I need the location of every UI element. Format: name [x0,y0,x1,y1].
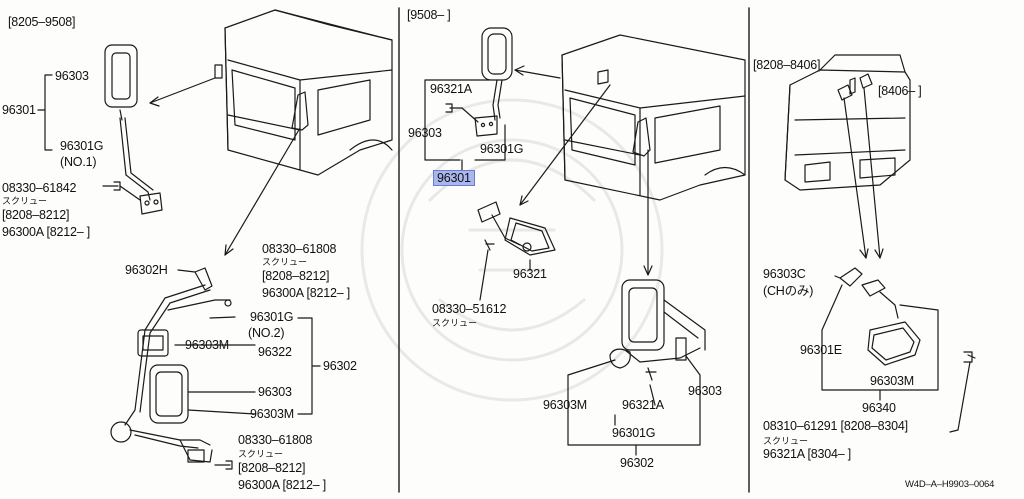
middle-lower-mirror-assembly [609,279,706,369]
screw-label: スクリュー [763,436,809,446]
part-96303m[interactable]: 96303M [870,374,914,388]
mid-pointer-arrow-2 [519,84,611,206]
watermark-seal [360,98,664,402]
middle-date-header: [9508– ] [407,8,451,22]
note-no2: (NO.2) [248,326,285,340]
left-lower-mirror-assembly [110,267,231,463]
note-no1: (NO.1) [60,155,97,169]
part-96301g[interactable]: 96301G [612,426,656,440]
part-96303[interactable]: 96303 [408,126,442,140]
left-pointer-arrow-1 [149,77,216,104]
part-96321a[interactable]: 96321A [622,398,664,412]
part-96301e[interactable]: 96301E [800,343,842,357]
part-96303m[interactable]: 96303M [543,398,587,412]
screw-icon [102,181,121,191]
middle-upper-mirror [474,27,513,137]
date-range: [8208–8212] [2,208,70,222]
left-van-illustration [214,9,393,176]
part-96301g-no1[interactable]: 96301G [60,139,104,153]
right-date-header-2: [8406– ] [878,84,922,98]
right-mirror-assembly [839,267,921,366]
leader-line [834,275,841,279]
part-96301[interactable]: 96301 [2,103,36,117]
mid-pointer-arrow-1 [514,69,561,79]
screw-icon [224,299,232,307]
left-date-header: [8205–9508] [8,15,76,29]
middle-van-illustration [561,34,746,201]
diagram-reference-code: W4D–A–H9903–0064 [905,479,995,490]
left-bracket [37,74,53,151]
part-96321a[interactable]: 96321A [430,82,472,96]
screw-icon [484,239,495,251]
bracket-96302 [297,317,321,415]
right-date-header-1: [8208–8406] [753,58,821,72]
part-96340[interactable]: 96340 [862,401,896,415]
mid-bracket-top [424,79,506,161]
arrow-head [149,96,160,107]
date-range: [8208–8212] [238,461,306,475]
screw-label: スクリュー [238,449,284,459]
part-08310-61291[interactable]: 08310–61291 [8208–8304] [763,419,908,433]
screw-label: スクリュー [2,196,48,206]
part-96302[interactable]: 96302 [323,359,357,373]
screw-label: スクリュー [432,318,478,328]
part-08330-61808[interactable]: 08330–61808 [262,242,337,256]
right-pointer-arrow-1 [843,97,867,259]
left-pointer-arrow-2 [224,127,301,256]
part-96300a[interactable]: 96300A [8212– ] [2,225,91,239]
part-96301g[interactable]: 96301G [480,142,524,156]
screw-icon [963,351,976,363]
part-96301-highlighted[interactable]: 96301 [433,170,475,186]
part-96303[interactable]: 96303 [688,384,722,398]
left-upper-mirror [104,44,163,215]
part-96322[interactable]: 96322 [258,345,292,359]
part-08330-61842[interactable]: 08330–61842 [2,181,77,195]
middle-wide-mirror [477,201,556,256]
part-96302[interactable]: 96302 [620,456,654,470]
part-96303c[interactable]: 96303C [763,267,806,281]
part-08330-61808[interactable]: 08330–61808 [238,433,313,447]
part-96303m[interactable]: 96303M [250,407,294,421]
part-96300a[interactable]: 96300A [8212– ] [262,286,351,300]
part-96303[interactable]: 96303 [55,69,89,83]
mid-bracket-bottom [567,355,701,446]
part-08330-51612[interactable]: 08330–51612 [432,302,507,316]
screw-icon [645,367,657,381]
screw-icon [214,460,233,470]
part-96303m[interactable]: 96303M [185,338,229,352]
part-96301g-no2[interactable]: 96301G [250,310,294,324]
note-ch-only: (CHのみ) [763,284,814,298]
screw-label: スクリュー [262,257,308,267]
part-96300a[interactable]: 96300A [8212– ] [238,478,327,492]
part-96321[interactable]: 96321 [513,267,547,281]
screw-icon [445,103,463,113]
right-van-rear-illustration [784,54,911,191]
part-96302h[interactable]: 96302H [125,263,168,277]
right-pointer-arrow-2 [863,87,881,259]
part-96321a[interactable]: 96321A [8304– ] [763,447,852,461]
part-96303[interactable]: 96303 [258,385,292,399]
date-range: [8208–8212] [262,269,330,283]
